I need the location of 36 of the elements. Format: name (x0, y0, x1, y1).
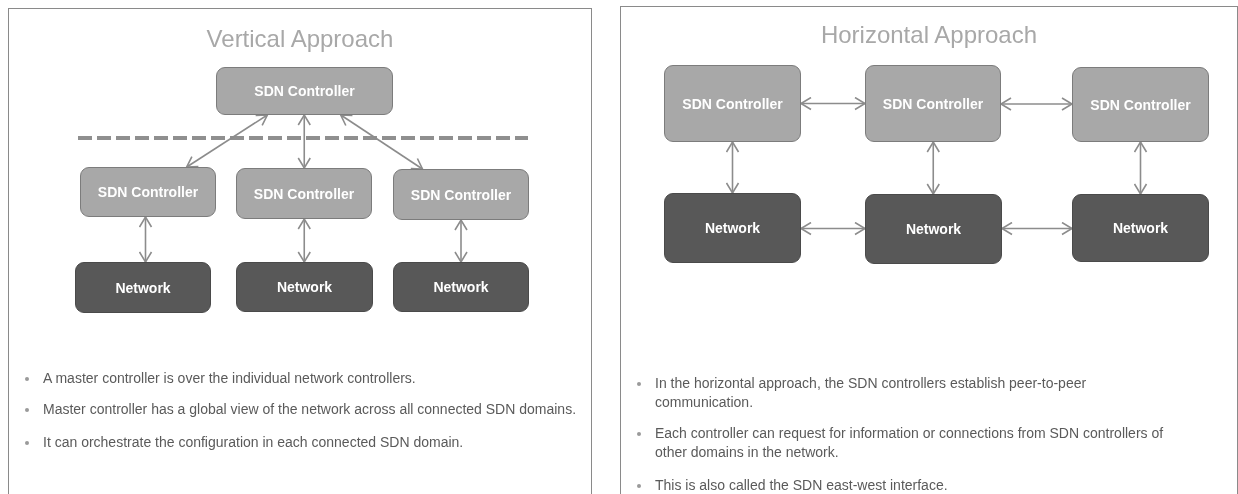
bullet-text: In the horizontal approach, the SDN controllers establish peer-to-peer communication. (655, 375, 1087, 410)
controller-box: SDN Controller (393, 169, 529, 220)
panel-card (8, 8, 592, 494)
bullet-text: Each controller can request for information or connections from SDN controllers of other domains in the network. (655, 425, 1164, 460)
bullet-text: A master controller is over the individual network controllers. (43, 370, 416, 386)
arrow (138, 216, 153, 263)
network-box: Network (1072, 194, 1209, 262)
arrow (725, 141, 740, 194)
network-box: Network (664, 193, 801, 263)
controller-box: SDN Controller (664, 65, 801, 142)
controller-box: SDN Controller (236, 168, 372, 219)
bullet-text: It can orchestrate the configuration in each connected SDN domain. (43, 434, 464, 450)
arrow (926, 141, 941, 195)
controller-box: SDN Controller (216, 67, 393, 115)
controller-box: SDN Controller (865, 65, 1001, 142)
controller-box: SDN Controller (80, 167, 216, 217)
arrow (454, 219, 468, 263)
panel-title: Horizontal Approach (820, 21, 1038, 49)
network-box: Network (393, 262, 529, 312)
arrow (297, 114, 312, 169)
network-box: Network (75, 262, 211, 313)
arrow (185, 114, 269, 168)
controller-box: SDN Controller (1072, 67, 1209, 142)
arrow (297, 218, 312, 263)
bullet-text: Master controller has a global view of the network across all connected SDN domains. (43, 401, 577, 417)
arrow (1000, 97, 1073, 111)
arrow (340, 114, 424, 170)
network-box: Network (865, 194, 1002, 264)
bullet-text: This is also called the SDN east-west interface. (655, 477, 948, 493)
panel-card (620, 6, 1238, 494)
panel-title: Vertical Approach (206, 25, 394, 53)
arrow (1133, 141, 1148, 195)
arrow (800, 96, 866, 111)
network-box: Network (236, 262, 373, 312)
arrow (1001, 221, 1073, 236)
arrow (800, 221, 866, 236)
